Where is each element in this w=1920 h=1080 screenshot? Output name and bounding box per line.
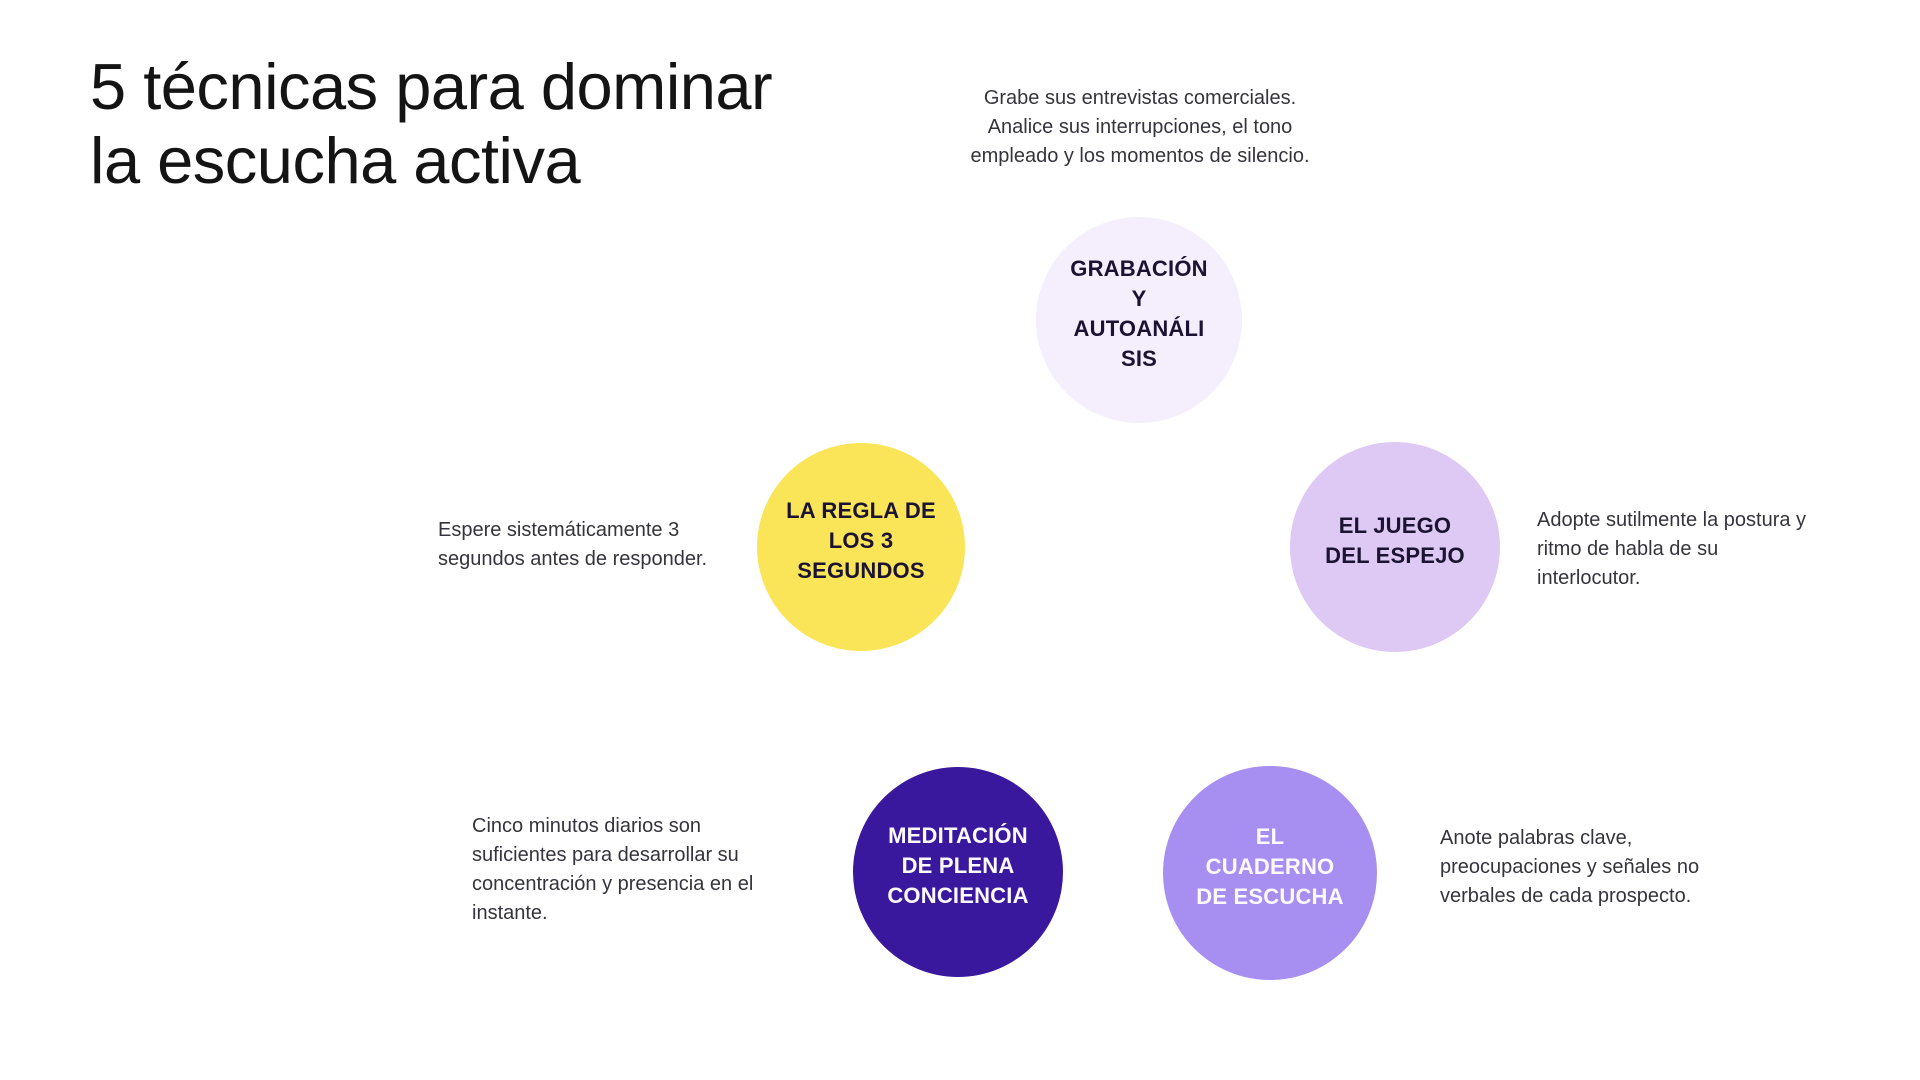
note-juego-del-espejo: Adopte sutilmente la postura y ritmo de … — [1537, 509, 1807, 589]
note-regla-3-segundos: Espere sistemáticamente 3 segundos antes… — [438, 519, 708, 570]
circle-label-cuaderno-de-escucha: EL CUADERNO DE ESCUCHA — [1196, 824, 1344, 909]
note-cuaderno-de-escucha: Anote palabras clave, preocupaciones y s… — [1440, 827, 1700, 907]
note-meditacion-plena-conciencia: Cinco minutos diarios son suficientes pa… — [472, 815, 754, 924]
circle-meditacion-plena-conciencia: MEDITACIÓN DE PLENA CONCIENCIA — [853, 767, 1063, 977]
circle-grabacion-autoanalisis: GRABACIÓN Y AUTOANÁLI SIS — [1036, 217, 1242, 423]
circle-cuaderno-de-escucha: EL CUADERNO DE ESCUCHA — [1163, 766, 1377, 980]
page-title: 5 técnicas para dominar la escucha activ… — [90, 50, 773, 197]
circle-juego-del-espejo: EL JUEGO DEL ESPEJO — [1290, 442, 1500, 652]
note-grabacion-autoanalisis: Grabe sus entrevistas comerciales. Anali… — [970, 87, 1310, 167]
circle-label-grabacion-autoanalisis: GRABACIÓN Y AUTOANÁLI SIS — [1070, 256, 1208, 371]
circle-regla-3-segundos: LA REGLA DE LOS 3 SEGUNDOS — [757, 443, 965, 651]
circle-label-meditacion-plena-conciencia: MEDITACIÓN DE PLENA CONCIENCIA — [887, 823, 1029, 908]
circle-label-juego-del-espejo: EL JUEGO DEL ESPEJO — [1325, 513, 1465, 568]
circle-label-regla-3-segundos: LA REGLA DE LOS 3 SEGUNDOS — [786, 498, 936, 583]
